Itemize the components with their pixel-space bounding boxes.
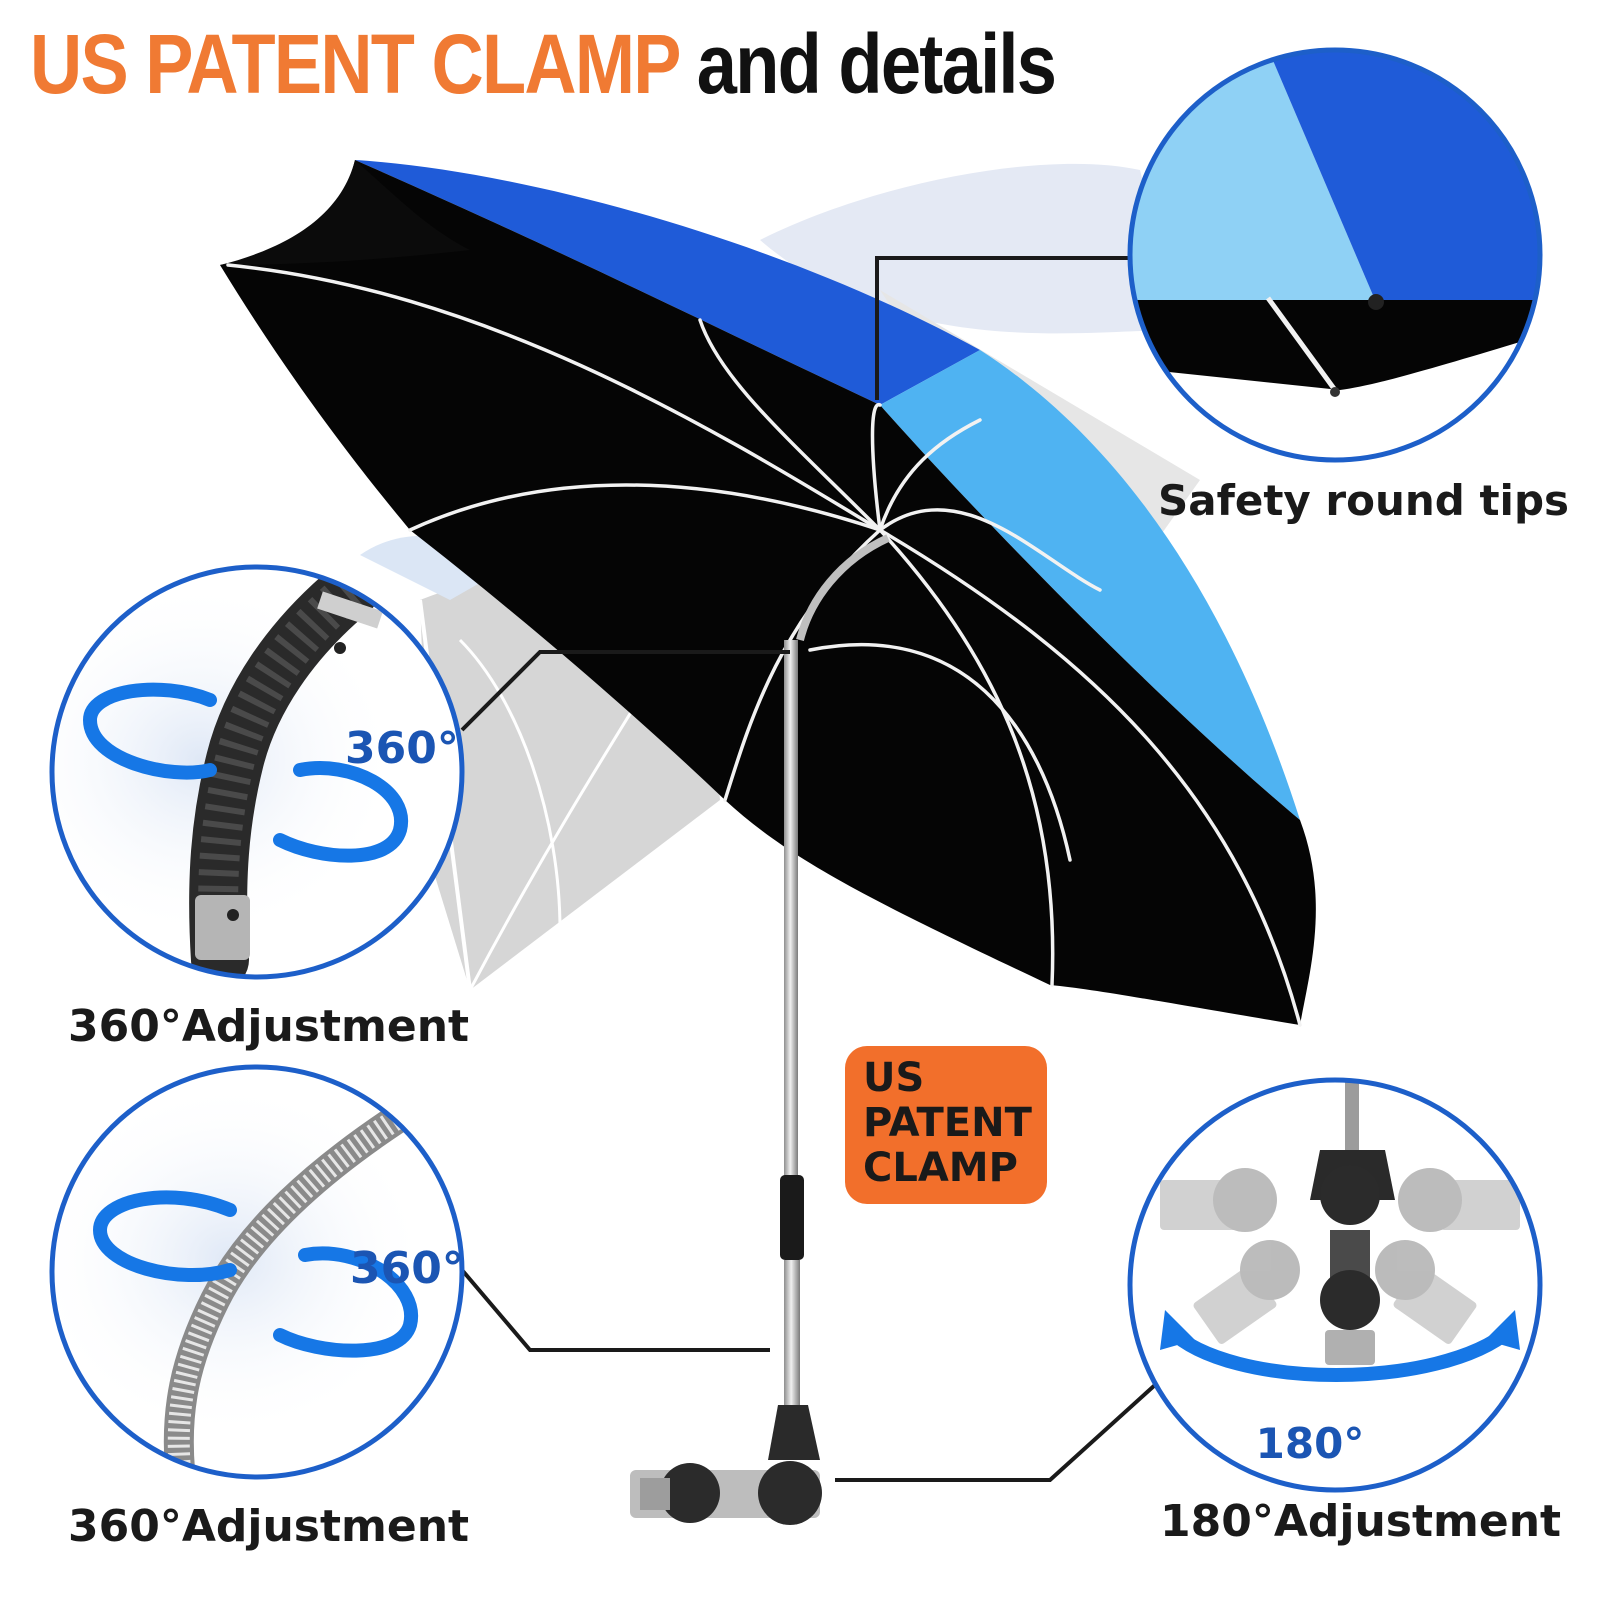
clamp-degree-label: 180° (1256, 1419, 1365, 1468)
clamp-callout (1127, 1077, 1543, 1493)
spring-adjustment-caption: 360°Adjustment (68, 1501, 470, 1552)
headline-rest: and details (696, 17, 1057, 111)
joint-adjustment-caption: 360°Adjustment (68, 1001, 470, 1052)
leader-lines (460, 256, 1157, 1482)
rotation-arrow-icon (92, 1190, 419, 1358)
clamp-adjustment-caption: 180°Adjustment (1160, 1496, 1562, 1547)
rotation-arrow-icon (1163, 1323, 1517, 1382)
patent-badge: US PATENT CLAMP (845, 1046, 1047, 1204)
spring-degree-label: 360° (350, 1243, 464, 1294)
badge-line-3: CLAMP (863, 1145, 1018, 1191)
badge-line-2: PATENT (863, 1100, 1032, 1146)
safety-tips-callout (1127, 47, 1543, 463)
headline: US PATENT CLAMP and details (30, 17, 1057, 111)
joint-degree-label: 360° (345, 723, 459, 774)
headline-accent: US PATENT CLAMP (30, 17, 680, 111)
badge-line-1: US (863, 1055, 925, 1101)
arrow-head-right-icon (1485, 1310, 1520, 1350)
spring-callout (49, 1064, 465, 1480)
rotation-arrow-icon (82, 682, 409, 863)
umbrella-pole (780, 534, 890, 1410)
joint-callout (49, 564, 465, 980)
arrow-head-left-icon (1160, 1310, 1195, 1350)
safety-tips-caption: Safety round tips (1158, 476, 1570, 525)
clamp-assembly (630, 1405, 822, 1525)
